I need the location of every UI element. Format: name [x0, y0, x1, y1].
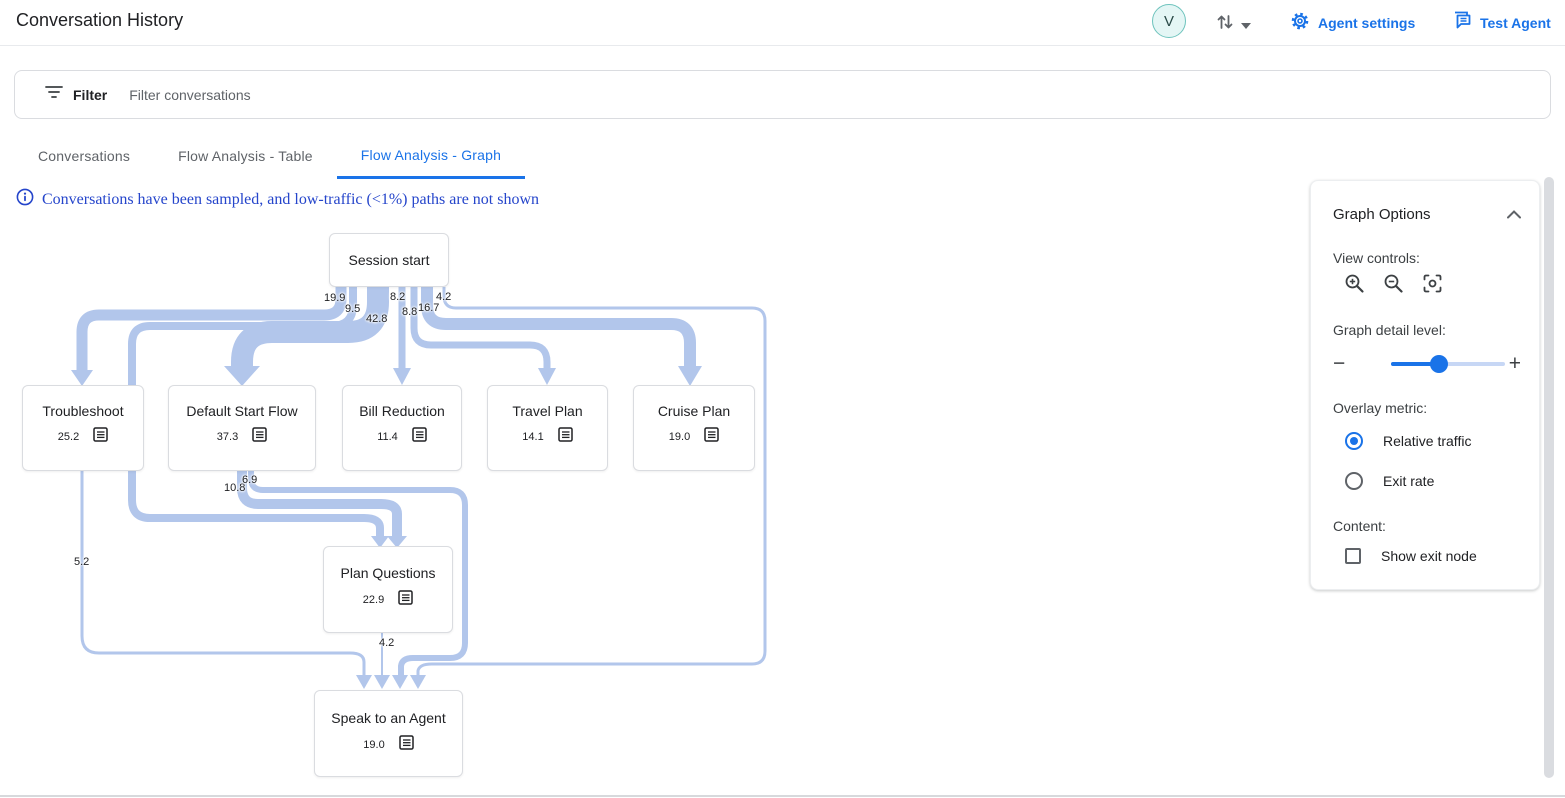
edge-label: 9.5	[345, 303, 361, 315]
edge-label: 8.8	[402, 306, 418, 318]
sampling-notice-text: Conversations have been sampled, and low…	[42, 190, 540, 208]
zoom-in-icon	[1344, 273, 1365, 299]
graph-options-panel: Graph Options View controls:	[1310, 180, 1540, 590]
edge-label: 19.9	[324, 292, 346, 304]
node-title: Bill Reduction	[359, 403, 445, 419]
gear-icon	[1290, 11, 1310, 34]
zoom-in-button[interactable]	[1343, 273, 1365, 299]
node-value: 19.0	[668, 431, 691, 443]
node-title: Default Start Flow	[186, 403, 298, 419]
node-title: Travel Plan	[512, 403, 583, 419]
slider-fill	[1391, 362, 1438, 366]
graph-options-title: Graph Options	[1333, 206, 1431, 223]
node-title: Troubleshoot	[42, 403, 124, 419]
agent-settings-button[interactable]: Agent settings	[1290, 11, 1415, 34]
metrics-table-icon[interactable]	[398, 590, 413, 610]
metrics-table-icon[interactable]	[704, 427, 719, 447]
zoom-out-button[interactable]	[1382, 273, 1404, 299]
edge-label: 6.9	[242, 474, 258, 486]
center-focus-icon	[1422, 273, 1443, 299]
metrics-table-icon[interactable]	[252, 427, 267, 447]
filter-bar: Filter	[14, 70, 1551, 119]
detail-decrease-button[interactable]: −	[1333, 352, 1346, 375]
zoom-out-icon	[1383, 273, 1404, 299]
test-agent-label: Test Agent	[1480, 14, 1551, 31]
node-speak-to-an-agent[interactable]: Speak to an Agent 19.0	[314, 690, 463, 777]
tab-flow-analysis-table[interactable]: Flow Analysis - Table	[178, 148, 313, 164]
collapse-panel-button[interactable]	[1507, 206, 1521, 224]
node-travel-plan[interactable]: Travel Plan 14.1	[487, 385, 608, 471]
sort-button[interactable]	[1216, 12, 1251, 37]
edge-label: 4.2	[379, 637, 395, 649]
chat-icon	[1452, 11, 1472, 34]
chevron-down-icon	[1241, 16, 1251, 34]
slider-thumb[interactable]	[1430, 355, 1448, 373]
node-title: Session start	[348, 252, 430, 268]
node-title: Plan Questions	[340, 565, 436, 581]
node-default-start-flow[interactable]: Default Start Flow 37.3	[168, 385, 316, 471]
metrics-table-icon[interactable]	[557, 427, 573, 447]
app-header: Conversation History V Agent settings	[0, 0, 1565, 46]
radio-label: Relative traffic	[1383, 433, 1472, 449]
graph-detail-label: Graph detail level:	[1333, 322, 1446, 338]
show-exit-node-option[interactable]: Show exit node	[1345, 548, 1477, 564]
edge-label: 5.2	[74, 556, 90, 568]
filter-conversations-input[interactable]	[129, 86, 730, 103]
filter-icon	[45, 85, 63, 104]
edge-label: 42.8	[366, 313, 388, 325]
metrics-table-icon[interactable]	[93, 427, 108, 447]
agent-settings-label: Agent settings	[1318, 14, 1416, 31]
test-agent-button[interactable]: Test Agent	[1452, 11, 1551, 34]
overlay-metric-label: Overlay metric:	[1333, 400, 1428, 416]
node-title: Cruise Plan	[657, 403, 731, 419]
checkbox-unchecked-icon[interactable]	[1345, 548, 1361, 564]
radio-exit-rate[interactable]: Exit rate	[1345, 472, 1434, 490]
graph-detail-slider: − +	[1333, 353, 1521, 375]
sort-arrows-icon	[1216, 12, 1235, 37]
slider-track[interactable]	[1391, 355, 1505, 373]
detail-increase-button[interactable]: +	[1508, 352, 1521, 375]
radio-selected-icon[interactable]	[1345, 432, 1363, 450]
content-label: Content:	[1333, 518, 1386, 534]
center-graph-button[interactable]	[1421, 273, 1443, 299]
node-cruise-plan[interactable]: Cruise Plan 19.0	[633, 385, 755, 471]
radio-unselected-icon[interactable]	[1345, 472, 1363, 490]
chevron-up-icon	[1507, 206, 1521, 223]
view-controls-label: View controls:	[1333, 250, 1420, 266]
tab-bar: Conversations Flow Analysis - Table Flow…	[14, 133, 526, 179]
info-icon	[16, 188, 34, 211]
tab-conversations[interactable]: Conversations	[38, 148, 131, 164]
node-value: 11.4	[377, 431, 398, 443]
node-value: 37.3	[216, 431, 239, 443]
edge-label: 16.7	[418, 302, 440, 314]
node-value: 14.1	[522, 431, 544, 443]
node-value: 19.0	[363, 739, 385, 751]
vertical-scrollbar[interactable]	[1544, 177, 1554, 778]
node-plan-questions[interactable]: Plan Questions 22.9	[323, 546, 453, 633]
bottom-divider	[0, 795, 1565, 797]
node-troubleshoot[interactable]: Troubleshoot 25.2	[22, 385, 144, 471]
node-value: 22.9	[362, 594, 385, 606]
radio-label: Exit rate	[1383, 473, 1435, 489]
tab-flow-analysis-graph[interactable]: Flow Analysis - Graph	[336, 133, 526, 179]
edge-label: 4.2	[436, 291, 452, 303]
checkbox-label: Show exit node	[1381, 548, 1477, 564]
edge-label: 8.2	[390, 291, 406, 303]
radio-relative-traffic[interactable]: Relative traffic	[1345, 432, 1471, 450]
sampling-notice: Conversations have been sampled, and low…	[16, 188, 539, 211]
metrics-table-icon[interactable]	[412, 427, 427, 447]
avatar-initial: V	[1163, 12, 1174, 30]
filter-label: Filter	[73, 86, 108, 103]
node-session-start[interactable]: Session start	[329, 233, 449, 287]
node-bill-reduction[interactable]: Bill Reduction 11.4	[342, 385, 462, 471]
node-title: Speak to an Agent	[331, 710, 446, 726]
metrics-table-icon[interactable]	[398, 735, 414, 755]
avatar[interactable]: V	[1152, 4, 1186, 38]
node-value: 25.2	[57, 431, 80, 443]
page-title: Conversation History	[16, 10, 184, 30]
